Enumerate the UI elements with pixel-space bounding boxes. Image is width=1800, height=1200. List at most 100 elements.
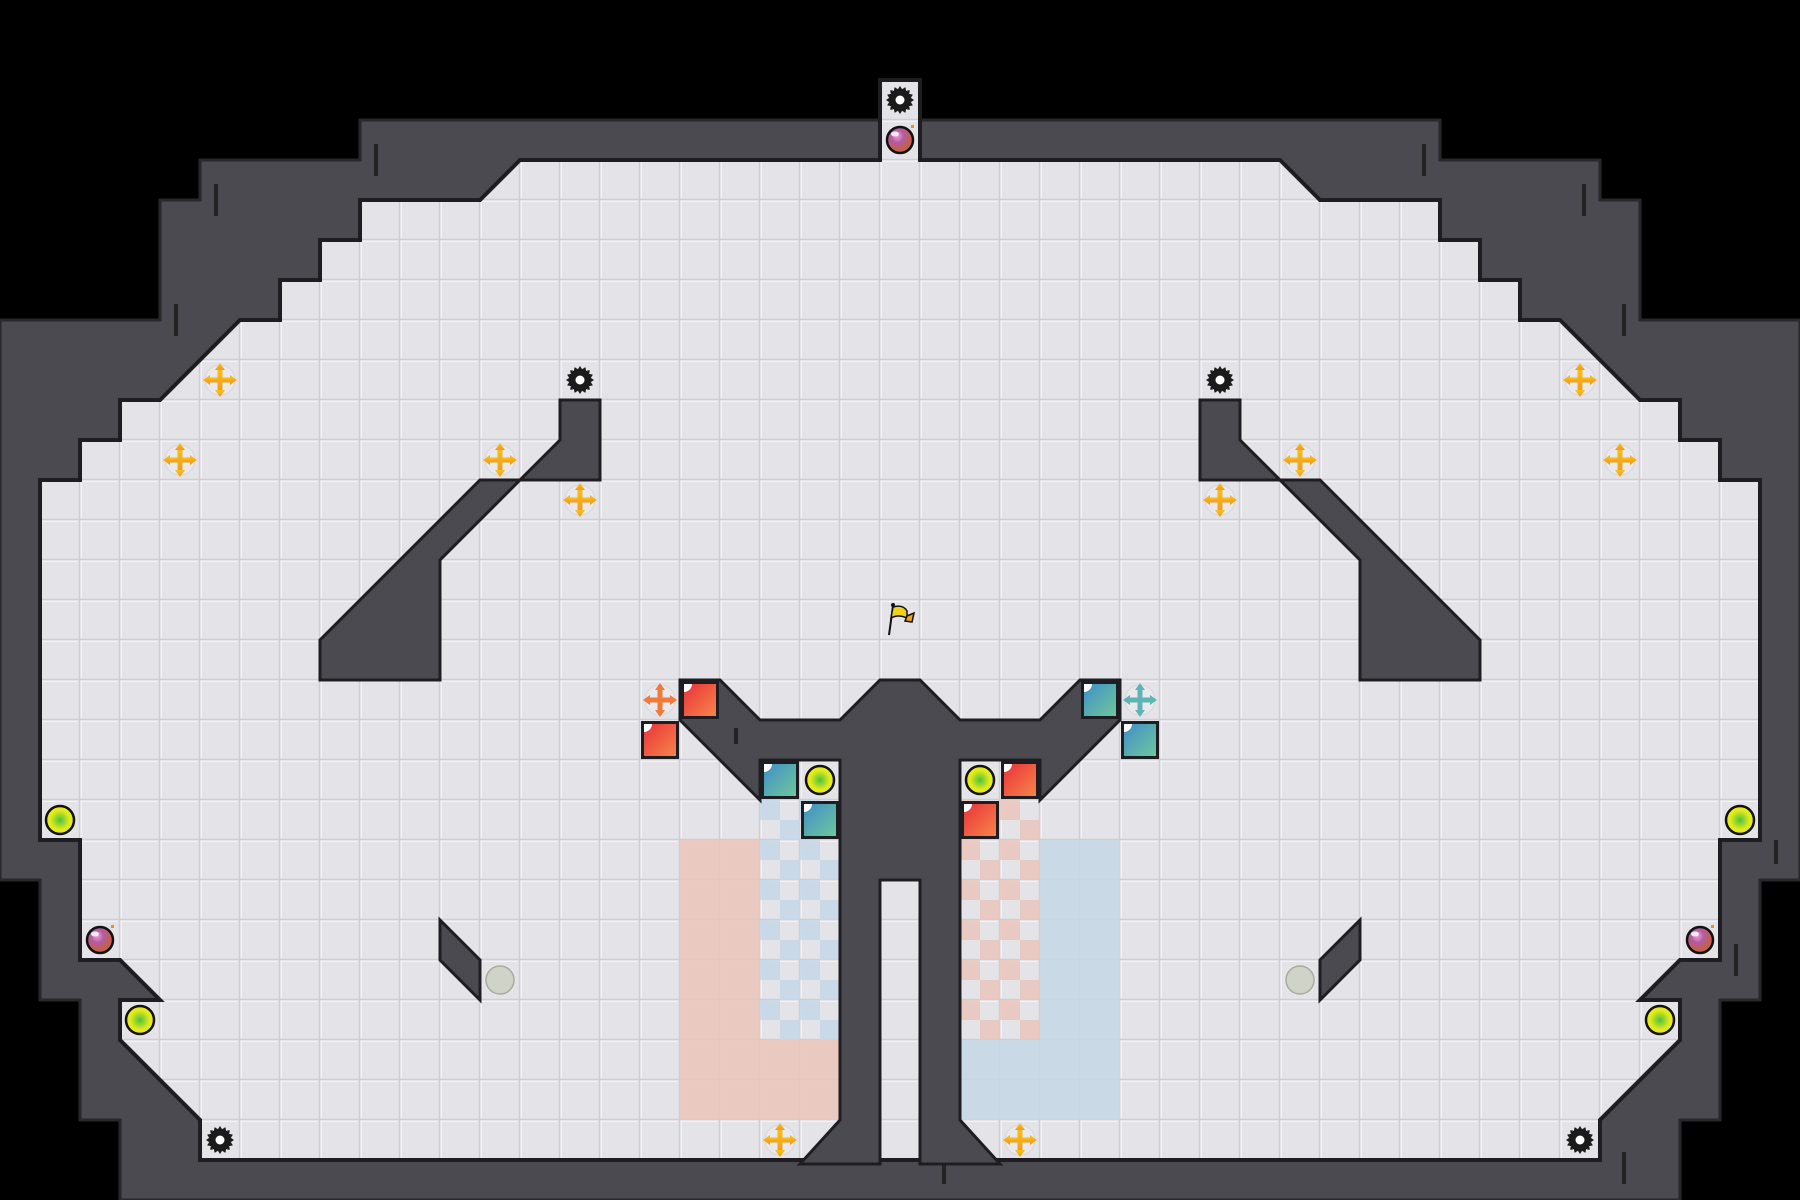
block-shine — [804, 804, 812, 812]
red-zone — [720, 1080, 760, 1120]
blue-zone — [960, 1080, 1000, 1120]
flag-tail — [903, 611, 916, 623]
blue-checker-zone — [760, 1000, 780, 1020]
inner-wall-right — [1198, 398, 1284, 482]
blue-zone — [1080, 840, 1120, 880]
red-zone — [680, 960, 720, 1000]
blue-zone — [1080, 1040, 1120, 1080]
red-block[interactable] — [681, 681, 719, 719]
mover-bar — [1217, 487, 1223, 513]
mover-arrowhead — [763, 1135, 770, 1145]
blue-zone — [1080, 960, 1120, 1000]
mover-arrowhead — [563, 495, 570, 505]
mover-arrowhead — [203, 375, 210, 385]
gear-hole — [1215, 375, 1225, 385]
gear-icon — [206, 1126, 234, 1154]
mover-arrowhead — [1575, 363, 1585, 370]
move-arrows-icon — [563, 483, 597, 517]
blue-checker-zone — [780, 900, 800, 920]
mover-arrowhead — [1203, 495, 1210, 505]
move-arrows-icon — [1603, 443, 1637, 477]
mover-arrowhead — [215, 390, 225, 397]
ball-icon — [1644, 1004, 1676, 1036]
mover-arrowhead — [1230, 495, 1237, 505]
mover-arrowhead — [1295, 470, 1305, 477]
red-checker-zone — [1000, 800, 1020, 820]
bomb-fuse — [911, 125, 914, 128]
blue-checker-zone — [820, 980, 840, 1000]
blue-zone — [1080, 920, 1120, 960]
mover-arrowhead — [495, 470, 505, 477]
mover-arrowhead — [590, 495, 597, 505]
red-checker-zone — [1000, 960, 1020, 980]
inner-wall-right — [1318, 916, 1362, 1004]
red-block[interactable] — [641, 721, 679, 759]
mover-arrowhead — [215, 363, 225, 370]
mover-arrowhead — [1283, 455, 1290, 465]
mover-arrowhead — [1030, 1135, 1037, 1145]
mover-arrowhead — [670, 695, 677, 705]
red-checker-zone — [980, 980, 1000, 1000]
teal-block[interactable] — [761, 761, 799, 799]
mover-arrowhead — [775, 1150, 785, 1157]
bomb-fuse — [1711, 925, 1714, 928]
move-arrows-icon — [1003, 1123, 1037, 1157]
red-block[interactable] — [961, 801, 999, 839]
ball-icon — [964, 764, 996, 796]
move-arrows-icon — [1283, 443, 1317, 477]
mover-bar — [1137, 687, 1143, 713]
red-block[interactable] — [1001, 761, 1039, 799]
gear-icon — [1206, 366, 1234, 394]
inner-wall-left — [318, 478, 524, 682]
red-zone — [800, 1040, 840, 1080]
blue-checker-zone — [780, 860, 800, 880]
blue-checker-zone — [800, 840, 820, 860]
gear-hole — [575, 375, 585, 385]
red-zone — [800, 1080, 840, 1120]
red-checker-zone — [980, 860, 1000, 880]
move-arrows-icon — [483, 443, 517, 477]
blue-zone — [1080, 1000, 1120, 1040]
bomb-shine — [1691, 931, 1699, 937]
bomb-body — [85, 925, 115, 955]
mover-arrowhead — [1003, 1135, 1010, 1145]
block-shine — [1124, 724, 1132, 732]
red-zone — [680, 880, 720, 920]
red-zone — [760, 1040, 800, 1080]
mover-arrowhead — [1215, 483, 1225, 490]
red-checker-zone — [1020, 940, 1040, 960]
mover-bar — [777, 1127, 783, 1153]
red-zone — [720, 920, 760, 960]
mover-bar — [577, 487, 583, 513]
block-shine — [644, 724, 652, 732]
red-checker-zone — [980, 1020, 1000, 1040]
blue-checker-zone — [820, 940, 840, 960]
red-checker-zone — [1020, 1020, 1040, 1040]
mover-arrowhead — [175, 470, 185, 477]
move-arrows-icon — [163, 443, 197, 477]
teal-block[interactable] — [801, 801, 839, 839]
mover-arrowhead — [1615, 443, 1625, 450]
gear-hole — [215, 1135, 225, 1145]
move-arrows-icon — [1203, 483, 1237, 517]
teal-block[interactable] — [1121, 721, 1159, 759]
blue-checker-zone — [760, 960, 780, 980]
goal-flag-icon[interactable] — [888, 603, 916, 636]
blue-checker-zone — [780, 1020, 800, 1040]
inner-walls — [318, 398, 1482, 1166]
inner-wall-left — [438, 916, 482, 1004]
red-checker-zone — [1020, 900, 1040, 920]
red-checker-zone — [960, 920, 980, 940]
mover-arrowhead — [1575, 390, 1585, 397]
red-zone — [680, 1080, 720, 1120]
red-checker-zone — [960, 960, 980, 980]
mover-arrowhead — [510, 455, 517, 465]
red-zone — [680, 840, 720, 880]
teal-block[interactable] — [1081, 681, 1119, 719]
mover-arrowhead — [575, 510, 585, 517]
blue-checker-zone — [780, 820, 800, 840]
ghost-ball-icon — [485, 965, 515, 995]
block-shine — [964, 804, 972, 812]
blue-checker-zone — [800, 960, 820, 980]
